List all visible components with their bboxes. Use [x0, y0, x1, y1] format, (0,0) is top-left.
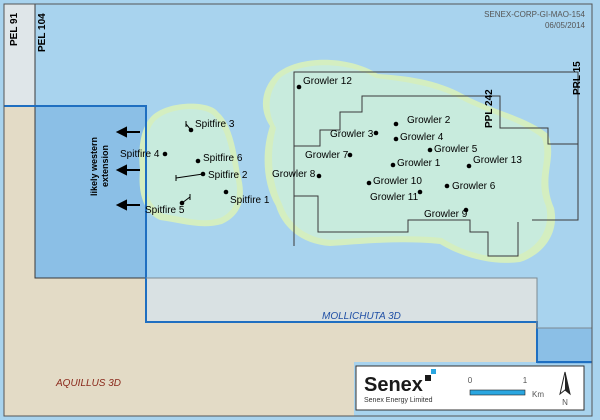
legend-box: Senex Senex Energy Limited 0 1 Km N [355, 365, 585, 411]
well-label: Growler 10 [373, 176, 422, 187]
well-dot [316, 173, 322, 179]
map-frame [3, 3, 593, 417]
spitfire-field [145, 109, 238, 221]
well-dot [366, 180, 372, 186]
well-markers [162, 84, 472, 213]
well-dot [427, 147, 433, 153]
permit-label-pel91: PEL 91 [9, 12, 20, 46]
well-label: Spitfire 3 [195, 119, 235, 130]
extension-label: likely western [89, 137, 99, 196]
well-label: Growler 11 [370, 192, 419, 203]
north-label: N [562, 398, 568, 407]
well-label: Growler 9 [424, 209, 468, 220]
well-label: Growler 1 [397, 158, 441, 169]
well-label: Growler 13 [473, 155, 522, 166]
well-dot [466, 163, 472, 169]
well-label: Spitfire 2 [208, 170, 248, 181]
well-deviations [175, 121, 204, 204]
well-label: Spitfire 5 [145, 205, 185, 216]
pel104-boundary [34, 4, 146, 279]
growler-field [269, 65, 548, 257]
company-logo-mark [425, 375, 431, 381]
well-dot [162, 151, 168, 157]
company-subtitle: Senex Energy Limited [364, 397, 433, 404]
document-date: 06/05/2014 [545, 21, 586, 30]
well-dot [347, 152, 353, 158]
well-label: Spitfire 4 [120, 149, 160, 160]
ppl242-boundary-lower [294, 195, 519, 257]
mollichuta-band [146, 278, 537, 322]
scale-unit-label: Km [532, 390, 544, 399]
pel104-block [35, 106, 146, 278]
survey-label-aquillus: AQUILLUS 3D [55, 378, 121, 389]
well-label: Growler 3 [330, 129, 374, 140]
document-reference: SENEX-CORP-GI-MAO-154 [484, 10, 585, 19]
well-dot [444, 183, 450, 189]
prl15-boundary [293, 71, 579, 246]
well-dot [223, 189, 229, 195]
mollichuta-boundary [4, 105, 592, 363]
well-dot [417, 189, 423, 195]
ppl242-boundary [294, 95, 578, 147]
survey-label-mollichuta: MOLLICHUTA 3D [322, 311, 401, 322]
well-label: Growler 2 [407, 115, 451, 126]
well-dot [373, 130, 379, 136]
well-label: Spitfire 6 [203, 153, 243, 164]
extension-arrows [115, 126, 140, 211]
scale-start-label: 0 [468, 376, 473, 385]
well-dot [195, 158, 201, 164]
well-dot [393, 136, 399, 142]
well-dot [393, 121, 399, 127]
well-dot [390, 162, 396, 168]
well-label: Growler 4 [400, 132, 444, 143]
well-label: Growler 12 [303, 76, 352, 87]
well-label: Spitfire 1 [230, 195, 270, 206]
permit-label-prl15: PRL 15 [572, 61, 583, 95]
well-dot [296, 84, 302, 90]
company-logo-accent [431, 369, 436, 374]
well-label: Growler 7 [305, 150, 349, 161]
company-logo-text: Senex [364, 374, 423, 396]
scale-end-label: 1 [523, 376, 528, 385]
well-label: Growler 6 [452, 181, 496, 192]
well-label: Growler 5 [434, 144, 478, 155]
well-label: Growler 8 [272, 169, 316, 180]
scale-bar [469, 389, 526, 396]
well-dot [463, 207, 469, 213]
lower-right-water [537, 328, 592, 364]
aquillus-land-lower [4, 362, 354, 416]
extension-label: extension [100, 145, 110, 187]
permit-label-ppl242: PPL 242 [484, 89, 495, 128]
permit-label-pel104: PEL 104 [37, 13, 48, 52]
well-labels: Spitfire 3 Spitfire 4 Spitfire 6 Spitfir… [120, 76, 522, 220]
aquillus-boundary [146, 277, 592, 329]
